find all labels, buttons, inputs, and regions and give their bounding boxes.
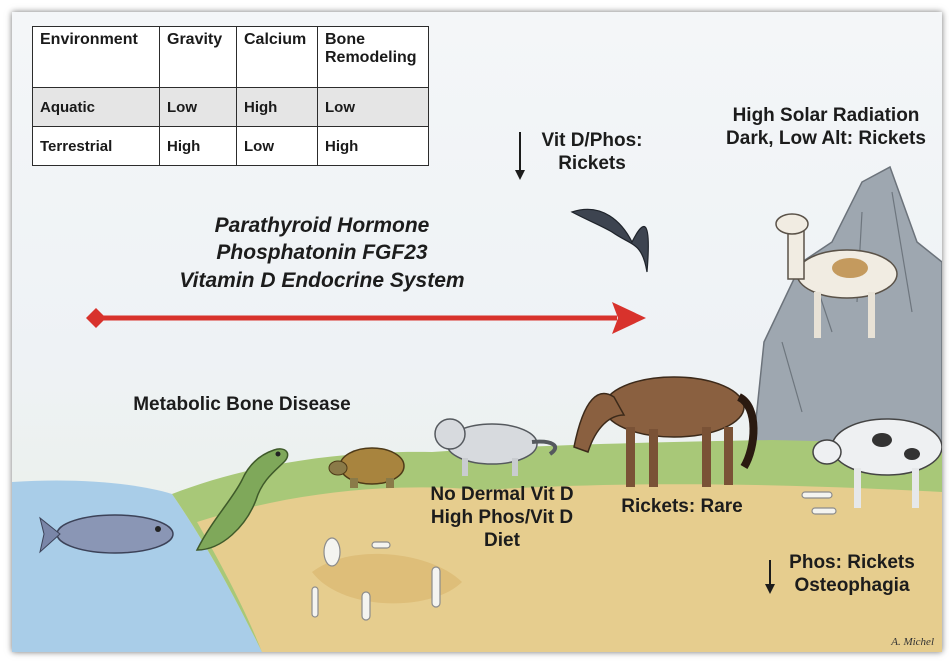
rickets-rare-label: Rickets: Rare xyxy=(602,496,762,519)
illustration-frame: Environment Gravity Calcium Bone Remodel… xyxy=(12,12,942,652)
table-cell: Low xyxy=(318,88,429,127)
solar-radiation-label: High Solar Radiation Dark, Low Alt: Rick… xyxy=(712,105,940,151)
label-line: Vit D/Phos: xyxy=(517,130,667,153)
table-cell: Aquatic xyxy=(33,88,160,127)
table-header-cell: Bone Remodeling xyxy=(318,27,429,88)
label-line: Diet xyxy=(412,530,592,553)
label-line: No Dermal Vit D xyxy=(412,484,592,507)
table-cell: Low xyxy=(160,88,237,127)
hormone-arrow-head xyxy=(612,302,646,334)
table-header-cell: Calcium xyxy=(237,27,318,88)
table-cell: High xyxy=(160,127,237,166)
dermal-vitd-label: No Dermal Vit D High Phos/Vit D Diet xyxy=(412,484,592,552)
artist-signature: A. Michel xyxy=(891,636,934,648)
label-line: Dark, Low Alt: Rickets xyxy=(712,128,940,151)
table-cell: Low xyxy=(237,127,318,166)
label-line: Phos: Rickets xyxy=(767,552,937,575)
hormone-line: Phosphatonin FGF23 xyxy=(142,239,502,266)
hormone-arrow-tail xyxy=(86,308,106,328)
label-line: High Solar Radiation xyxy=(712,105,940,128)
hormone-caption: Parathyroid Hormone Phosphatonin FGF23 V… xyxy=(142,212,502,294)
table-cell: High xyxy=(237,88,318,127)
label-line: Rickets xyxy=(517,153,667,176)
table-cell: Terrestrial xyxy=(33,127,160,166)
hormone-line: Vitamin D Endocrine System xyxy=(142,267,502,294)
label-line: High Phos/Vit D xyxy=(412,507,592,530)
swallow xyxy=(572,209,648,272)
table-header-cell: Gravity xyxy=(160,27,237,88)
phos-rickets-label: Phos: Rickets Osteophagia xyxy=(767,552,937,598)
table-cell: High xyxy=(318,127,429,166)
table-row: Terrestrial High Low High xyxy=(33,127,429,166)
environment-table: Environment Gravity Calcium Bone Remodel… xyxy=(32,26,429,166)
table-row: Aquatic Low High Low xyxy=(33,88,429,127)
metabolic-bone-disease-label: Metabolic Bone Disease xyxy=(112,394,372,417)
table-header-row: Environment Gravity Calcium Bone Remodel… xyxy=(33,27,429,88)
label-line: Osteophagia xyxy=(767,575,937,598)
table-header-cell: Environment xyxy=(33,27,160,88)
hormone-line: Parathyroid Hormone xyxy=(142,212,502,239)
vitd-phos-label: Vit D/Phos: Rickets xyxy=(517,130,667,176)
